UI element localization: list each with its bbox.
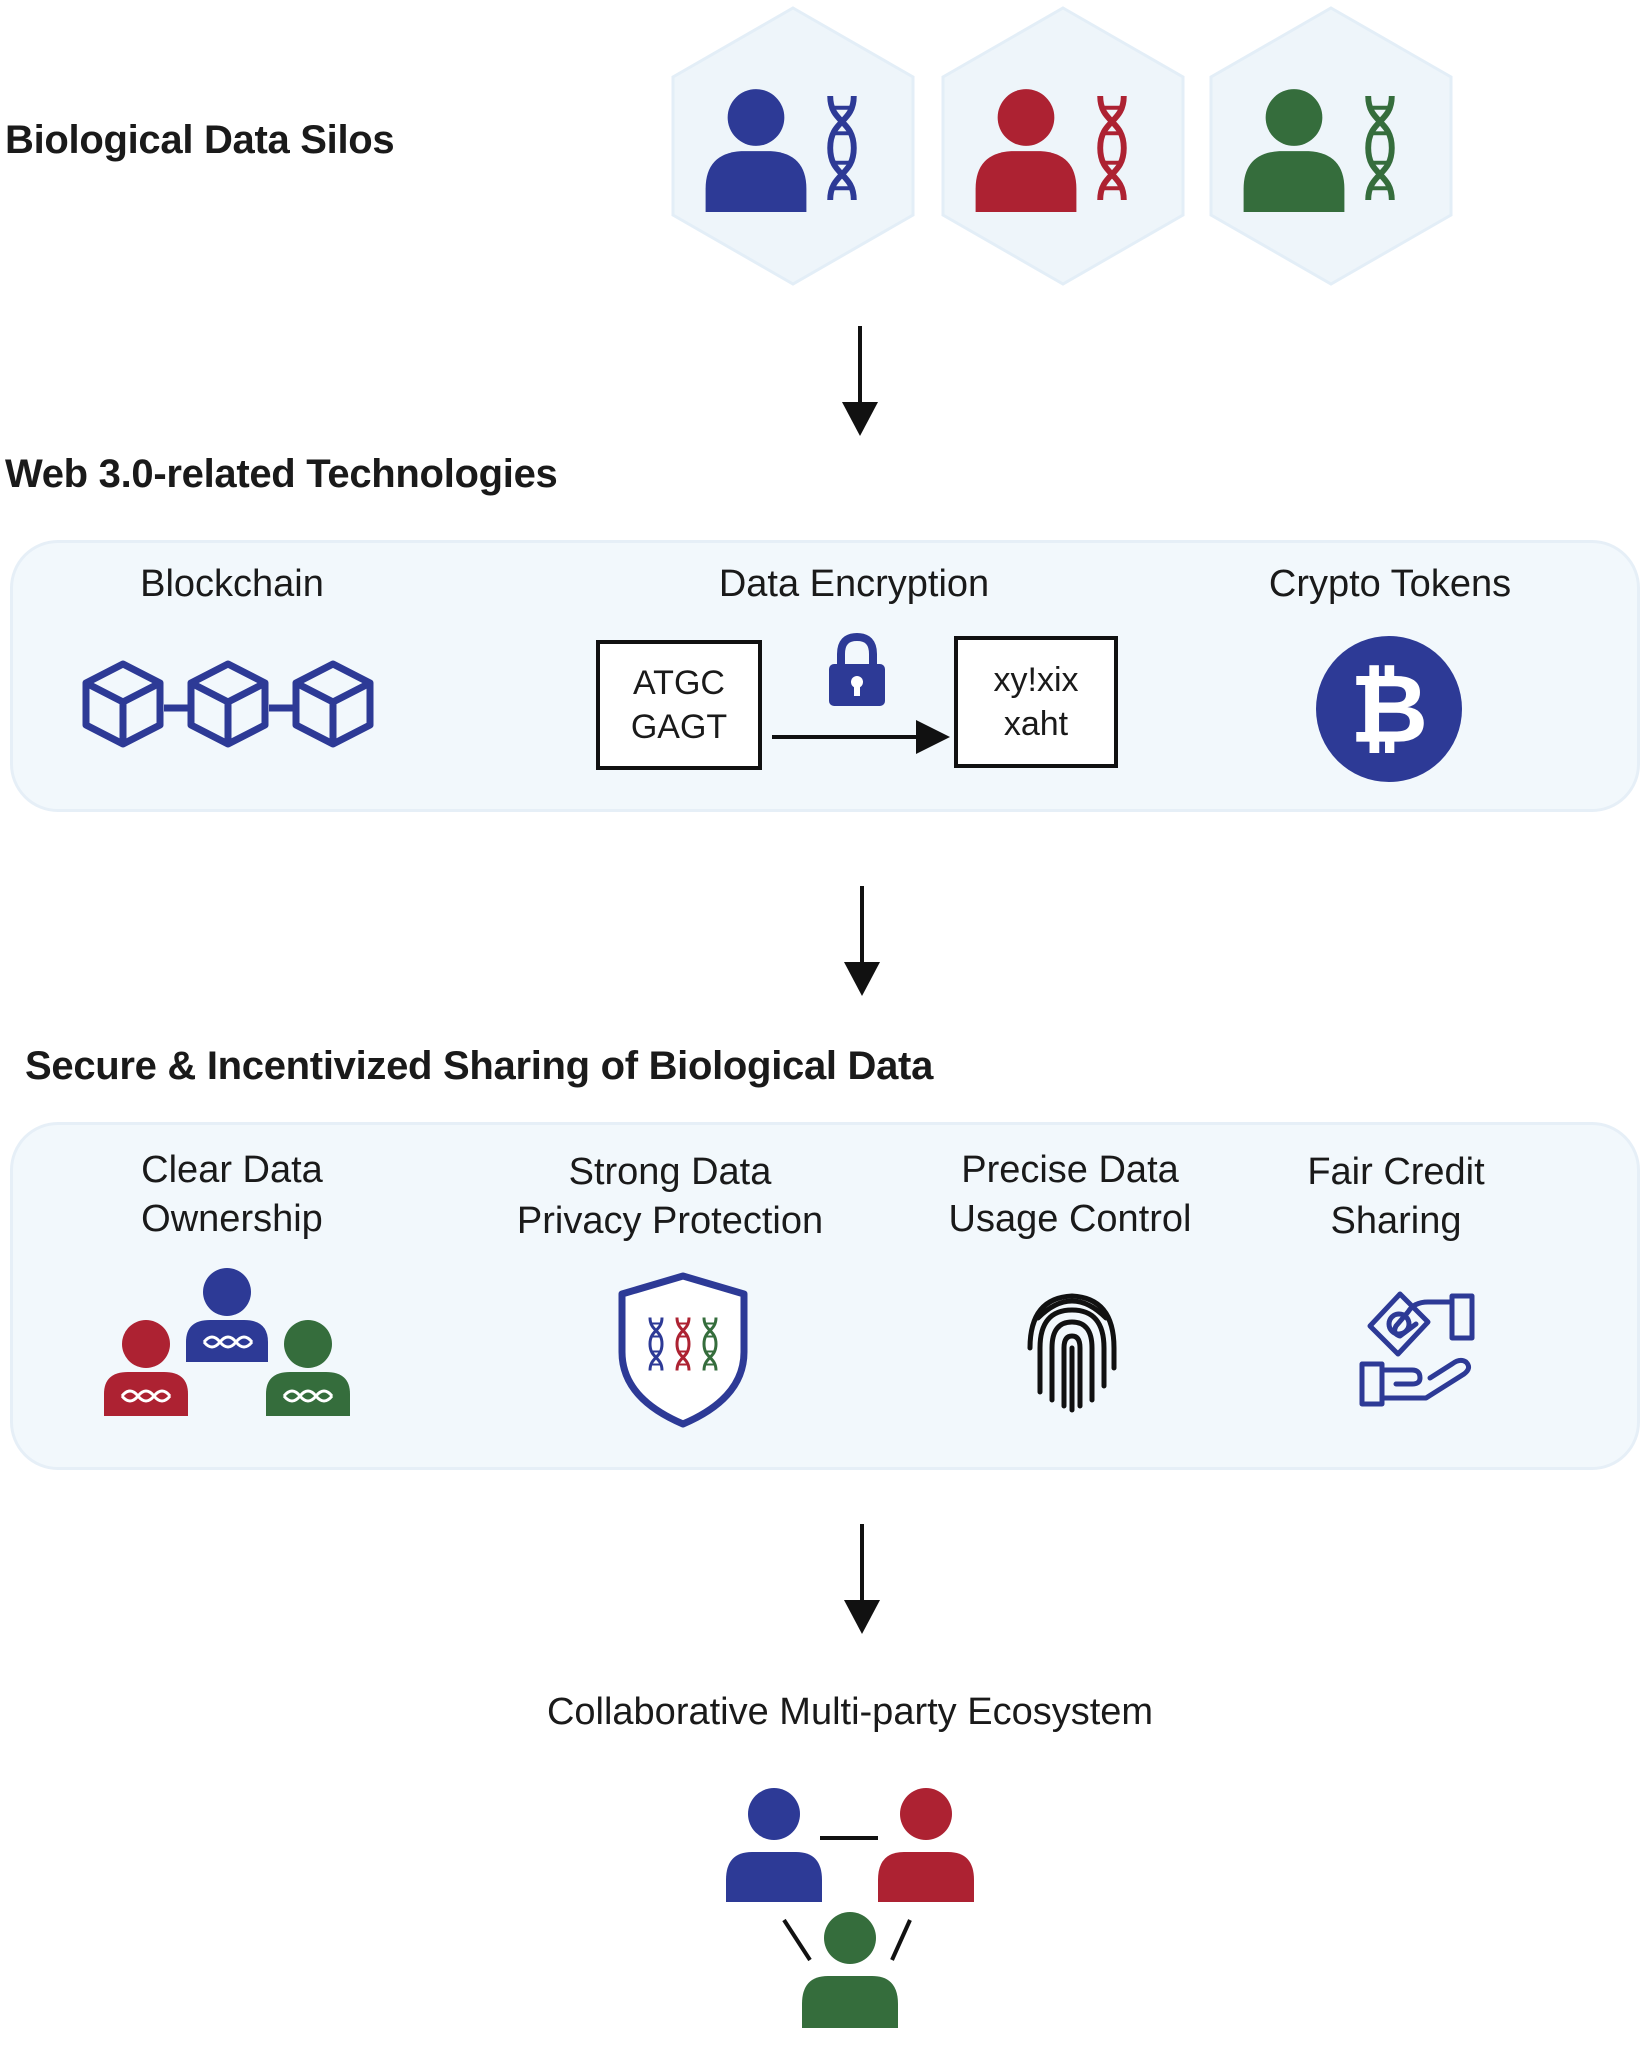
blockchain-label: Blockchain (140, 563, 324, 605)
people-dna-icon (104, 1268, 350, 1416)
fingerprint-icon (1027, 1293, 1117, 1413)
down-arrow-3 (844, 1524, 880, 1634)
usage-control-label-line-1: Precise Data (961, 1149, 1179, 1191)
privacy-label-line-1: Strong Data (568, 1151, 772, 1193)
credit-sharing-label: Fair Credit Sharing (1276, 1148, 1516, 1246)
section-heading-silos: Biological Data Silos (5, 118, 395, 162)
dna-icon-blue (822, 94, 862, 202)
encryption-arrow (772, 720, 950, 754)
blockchain-cubes-icon (78, 654, 388, 754)
person-icon-blue (700, 86, 812, 212)
ciphertext-box: xy!xix xaht (954, 636, 1118, 768)
dna-shield-icon (618, 1272, 748, 1428)
ownership-label-line-2: Ownership (141, 1198, 323, 1240)
ownership-label-line-1: Clear Data (141, 1149, 323, 1191)
ciphertext-line-2: xaht (1003, 705, 1069, 743)
silo-hexagon-green (1209, 6, 1453, 286)
credit-sharing-label-line-1: Fair Credit (1307, 1151, 1485, 1193)
down-arrow-2 (844, 886, 880, 996)
privacy-label-line-2: Privacy Protection (516, 1200, 824, 1242)
down-arrow-1 (842, 326, 878, 436)
plaintext-line-2: GAGT (630, 708, 728, 746)
dna-icon-red (1092, 94, 1132, 202)
silo-hexagon-red (941, 6, 1185, 286)
section-heading-sharing: Secure & Incentivized Sharing of Biologi… (25, 1044, 934, 1088)
ciphertext-line-1: xy!xix (993, 661, 1079, 699)
section-heading-web3: Web 3.0-related Technologies (5, 452, 558, 496)
hand-money-icon (1359, 1291, 1475, 1407)
credit-sharing-label-line-2: Sharing (1330, 1200, 1462, 1242)
ecosystem-label: Collaborative Multi-party Ecosystem (546, 1691, 1154, 1733)
plaintext-box: ATGC GAGT (596, 640, 762, 770)
bitcoin-icon: ₿ (1316, 636, 1462, 782)
network-people-icon (726, 1788, 974, 2028)
usage-control-label-line-2: Usage Control (948, 1198, 1192, 1240)
encryption-label: Data Encryption (718, 563, 990, 605)
usage-control-label: Precise Data Usage Control (920, 1146, 1220, 1244)
person-icon-red (970, 86, 1082, 212)
crypto-tokens-label: Crypto Tokens (1268, 563, 1512, 605)
ownership-label: Clear Data Ownership (82, 1146, 382, 1244)
lock-icon (829, 632, 885, 706)
person-icon-green (1238, 86, 1350, 212)
silo-hexagon-blue (671, 6, 915, 286)
plaintext-line-1: ATGC (633, 664, 725, 702)
dna-icon-green (1360, 94, 1400, 202)
privacy-label: Strong Data Privacy Protection (490, 1148, 850, 1246)
